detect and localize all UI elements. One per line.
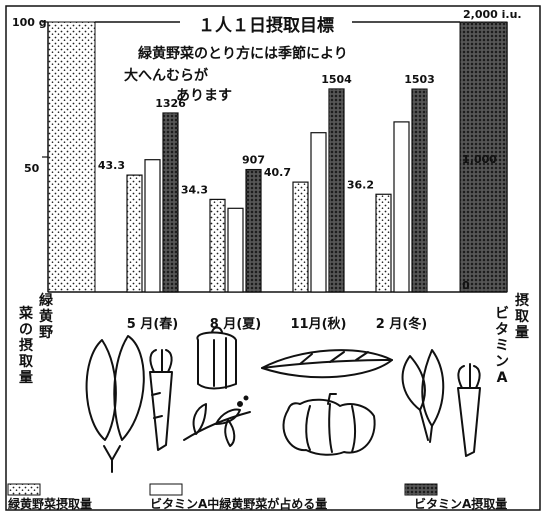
vlabL-char-4: 菜 bbox=[18, 305, 34, 322]
bar-2-1 bbox=[144, 159, 161, 293]
vlabR-char-4: ビ bbox=[495, 306, 509, 322]
herb-icon bbox=[183, 395, 251, 447]
vlabR-char-2: 取 bbox=[515, 309, 530, 325]
left-axis-top-label: 100 g bbox=[12, 16, 47, 29]
category-label-4: 2 月(冬) bbox=[376, 316, 427, 332]
value-label-3-1: 1326 bbox=[155, 97, 186, 110]
bar-2-2 bbox=[227, 207, 244, 293]
subtitle-line-3: あります bbox=[176, 88, 232, 104]
vegetables-illustration bbox=[85, 326, 481, 473]
right-axis-mid-label: 1,000 bbox=[462, 153, 497, 166]
vlabL-char-7: 取 bbox=[19, 354, 34, 370]
pumpkin-icon bbox=[282, 393, 376, 456]
vlabR-char-8: A bbox=[497, 370, 508, 386]
legend-swatch-dots bbox=[7, 483, 41, 496]
legend-label-2: ビタミンA中緑黄野菜が占める量 bbox=[150, 496, 327, 511]
left-axis-mid-label: 50 bbox=[24, 162, 40, 175]
bar-1-4 bbox=[375, 193, 392, 293]
category-labels-group: 5 月(春) 8 月(夏) 11月(秋) 2 月(冬) bbox=[127, 316, 427, 332]
vlabR-char-5: タ bbox=[495, 322, 509, 338]
right-axis-zero-label: 0 bbox=[462, 279, 470, 292]
spinach-icon bbox=[85, 335, 145, 473]
vlabL-char-2: 黄 bbox=[39, 308, 53, 325]
vlabL-char-5: の bbox=[19, 322, 33, 338]
value-label-3-3: 1504 bbox=[321, 73, 352, 86]
value-label-1-4: 36.2 bbox=[347, 178, 374, 191]
subtitle-line-1: 緑黄野菜のとり方には季節により bbox=[138, 45, 348, 62]
bars-group bbox=[126, 88, 428, 293]
legend-swatch-hatch bbox=[404, 483, 438, 496]
pepper-icon bbox=[196, 326, 237, 390]
bar-1-3 bbox=[292, 181, 309, 293]
legend-swatch-white bbox=[149, 483, 183, 496]
category-label-3: 11月(秋) bbox=[291, 316, 347, 332]
bar-1-2 bbox=[209, 198, 226, 293]
legend: 緑黄野菜摂取量 ビタミンA中緑黄野菜が占める量 ビタミンA摂取量 bbox=[7, 483, 507, 511]
chard-leaf-icon bbox=[261, 349, 393, 379]
carrot-icon-2 bbox=[457, 363, 481, 457]
vlabL-char-1: 緑 bbox=[39, 292, 54, 309]
subtitle-line-2: 大へんむらが bbox=[124, 67, 209, 84]
vlabL-char-3: 野 bbox=[39, 325, 53, 341]
carrot-icon bbox=[149, 349, 173, 451]
chart-title: １人１日摂取目標 bbox=[198, 15, 334, 36]
bar-3-3 bbox=[328, 88, 345, 293]
legend-label-1: 緑黄野菜摂取量 bbox=[8, 496, 92, 511]
vlabL-char-6: 摂 bbox=[19, 337, 33, 354]
left-target-column bbox=[47, 21, 96, 293]
value-label-1-2: 34.3 bbox=[181, 183, 208, 196]
bar-2-3 bbox=[310, 132, 327, 293]
bar-1-1 bbox=[126, 174, 143, 293]
value-label-1-1: 43.3 bbox=[98, 159, 125, 172]
vlabR-char-7: ン bbox=[495, 354, 509, 370]
bar-3-4 bbox=[411, 88, 428, 293]
title-bg bbox=[180, 15, 352, 35]
right-axis-top-label: 2,000 i.u. bbox=[463, 8, 522, 21]
legend-label-3: ビタミンA摂取量 bbox=[414, 496, 507, 511]
bar-2-4 bbox=[393, 121, 410, 293]
category-label-1: 5 月(春) bbox=[127, 316, 178, 332]
vlabR-char-6: ミ bbox=[495, 338, 509, 354]
outer-frame bbox=[5, 5, 541, 511]
vlabR-char-1: 摂 bbox=[515, 292, 529, 309]
bar-3-2 bbox=[245, 168, 262, 293]
vlabL-char-8: 量 bbox=[19, 370, 33, 386]
value-label-3-2: 907 bbox=[242, 154, 265, 167]
value-label-3-4: 1503 bbox=[404, 73, 435, 86]
leafy-greens-icon bbox=[401, 349, 445, 443]
bar-3-1 bbox=[162, 112, 179, 293]
value-label-1-3: 40.7 bbox=[264, 166, 291, 179]
vlabR-char-3: 量 bbox=[515, 325, 529, 341]
category-label-2: 8 月(夏) bbox=[210, 317, 261, 332]
